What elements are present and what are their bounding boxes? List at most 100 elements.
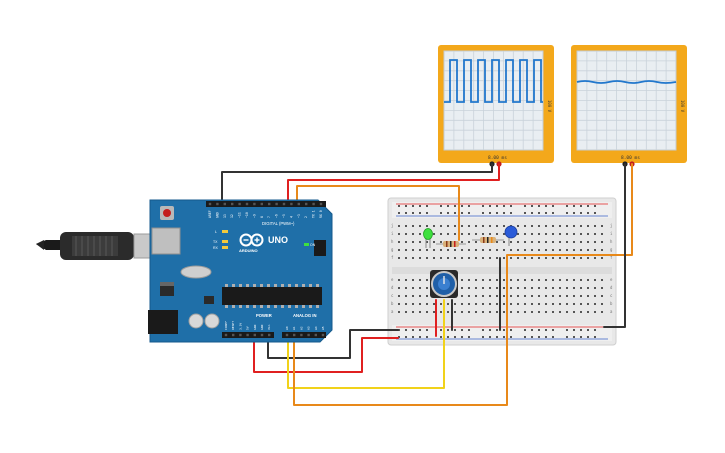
breadboard-hole[interactable] bbox=[545, 249, 547, 251]
rail-hole[interactable] bbox=[524, 212, 526, 214]
rail-hole[interactable] bbox=[461, 329, 463, 331]
breadboard-hole[interactable] bbox=[482, 249, 484, 251]
rail-hole[interactable] bbox=[496, 336, 498, 338]
breadboard-hole[interactable] bbox=[489, 225, 491, 227]
breadboard-hole[interactable] bbox=[594, 303, 596, 305]
rail-hole[interactable] bbox=[580, 212, 582, 214]
breadboard-hole[interactable] bbox=[433, 225, 435, 227]
rail-hole[interactable] bbox=[510, 329, 512, 331]
rail-hole[interactable] bbox=[405, 212, 407, 214]
breadboard-hole[interactable] bbox=[538, 279, 540, 281]
header-pin[interactable] bbox=[293, 333, 296, 337]
breadboard-hole[interactable] bbox=[419, 311, 421, 313]
breadboard-hole[interactable] bbox=[594, 233, 596, 235]
breadboard-hole[interactable] bbox=[475, 257, 477, 259]
rail-hole[interactable] bbox=[496, 329, 498, 331]
breadboard-hole[interactable] bbox=[412, 295, 414, 297]
breadboard-hole[interactable] bbox=[517, 295, 519, 297]
header-pin[interactable] bbox=[238, 202, 241, 206]
rail-hole[interactable] bbox=[482, 336, 484, 338]
rail-hole[interactable] bbox=[566, 329, 568, 331]
breadboard-hole[interactable] bbox=[524, 225, 526, 227]
rail-hole[interactable] bbox=[503, 329, 505, 331]
header-pin[interactable] bbox=[208, 202, 212, 206]
breadboard-hole[interactable] bbox=[517, 233, 519, 235]
rail-hole[interactable] bbox=[510, 205, 512, 207]
breadboard-hole[interactable] bbox=[601, 249, 603, 251]
header-pin[interactable] bbox=[290, 202, 293, 206]
breadboard-hole[interactable] bbox=[412, 241, 414, 243]
rail-hole[interactable] bbox=[587, 329, 589, 331]
breadboard-hole[interactable] bbox=[447, 249, 449, 251]
breadboard-hole[interactable] bbox=[482, 257, 484, 259]
breadboard-hole[interactable] bbox=[573, 225, 575, 227]
breadboard-hole[interactable] bbox=[426, 249, 428, 251]
breadboard-hole[interactable] bbox=[419, 295, 421, 297]
breadboard-hole[interactable] bbox=[419, 233, 421, 235]
header-pin[interactable] bbox=[312, 202, 315, 206]
rail-hole[interactable] bbox=[405, 329, 407, 331]
breadboard-hole[interactable] bbox=[440, 225, 442, 227]
breadboard-hole[interactable] bbox=[475, 295, 477, 297]
breadboard-hole[interactable] bbox=[524, 241, 526, 243]
breadboard-hole[interactable] bbox=[587, 279, 589, 281]
rail-hole[interactable] bbox=[454, 205, 456, 207]
rail-hole[interactable] bbox=[419, 329, 421, 331]
digital-header[interactable] bbox=[206, 201, 326, 207]
rail-hole[interactable] bbox=[531, 212, 533, 214]
breadboard-hole[interactable] bbox=[503, 249, 505, 251]
breadboard-hole[interactable] bbox=[419, 287, 421, 289]
breadboard-hole[interactable] bbox=[538, 295, 540, 297]
breadboard-hole[interactable] bbox=[468, 257, 470, 259]
breadboard-hole[interactable] bbox=[468, 311, 470, 313]
potentiometer[interactable] bbox=[430, 270, 458, 298]
rail-hole[interactable] bbox=[489, 329, 491, 331]
wire-black-gnd[interactable] bbox=[267, 329, 399, 359]
breadboard-hole[interactable] bbox=[594, 287, 596, 289]
breadboard-hole[interactable] bbox=[552, 279, 554, 281]
breadboard-hole[interactable] bbox=[531, 225, 533, 227]
breadboard-hole[interactable] bbox=[426, 311, 428, 313]
breadboard-hole[interactable] bbox=[545, 303, 547, 305]
analog-header[interactable] bbox=[282, 332, 326, 338]
breadboard-hole[interactable] bbox=[482, 279, 484, 281]
breadboard-hole[interactable] bbox=[587, 295, 589, 297]
breadboard-hole[interactable] bbox=[398, 279, 400, 281]
header-pin[interactable] bbox=[245, 202, 249, 206]
breadboard-hole[interactable] bbox=[503, 241, 505, 243]
breadboard-hole[interactable] bbox=[440, 233, 442, 235]
rail-hole[interactable] bbox=[398, 212, 400, 214]
header-pin[interactable] bbox=[260, 202, 263, 206]
breadboard-hole[interactable] bbox=[440, 303, 442, 305]
breadboard-hole[interactable] bbox=[566, 311, 568, 313]
header-pin[interactable] bbox=[268, 333, 271, 337]
breadboard-hole[interactable] bbox=[601, 241, 603, 243]
rail-hole[interactable] bbox=[419, 212, 421, 214]
breadboard-hole[interactable] bbox=[538, 257, 540, 259]
breadboard-hole[interactable] bbox=[524, 311, 526, 313]
rail-hole[interactable] bbox=[552, 329, 554, 331]
breadboard-hole[interactable] bbox=[573, 311, 575, 313]
rail-hole[interactable] bbox=[440, 205, 442, 207]
breadboard-hole[interactable] bbox=[461, 241, 463, 243]
breadboard-hole[interactable] bbox=[489, 233, 491, 235]
breadboard-hole[interactable] bbox=[489, 257, 491, 259]
rail-hole[interactable] bbox=[573, 212, 575, 214]
breadboard-hole[interactable] bbox=[475, 303, 477, 305]
header-pin[interactable] bbox=[282, 202, 286, 206]
breadboard-hole[interactable] bbox=[573, 303, 575, 305]
wire-red-5v[interactable] bbox=[253, 335, 399, 373]
breadboard-hole[interactable] bbox=[601, 303, 603, 305]
rail-hole[interactable] bbox=[482, 212, 484, 214]
breadboard-hole[interactable] bbox=[510, 279, 512, 281]
header-pin[interactable] bbox=[305, 202, 308, 206]
breadboard-hole[interactable] bbox=[468, 279, 470, 281]
breadboard-hole[interactable] bbox=[531, 295, 533, 297]
breadboard-hole[interactable] bbox=[594, 311, 596, 313]
breadboard-hole[interactable] bbox=[475, 233, 477, 235]
breadboard-hole[interactable] bbox=[496, 311, 498, 313]
breadboard-hole[interactable] bbox=[552, 225, 554, 227]
